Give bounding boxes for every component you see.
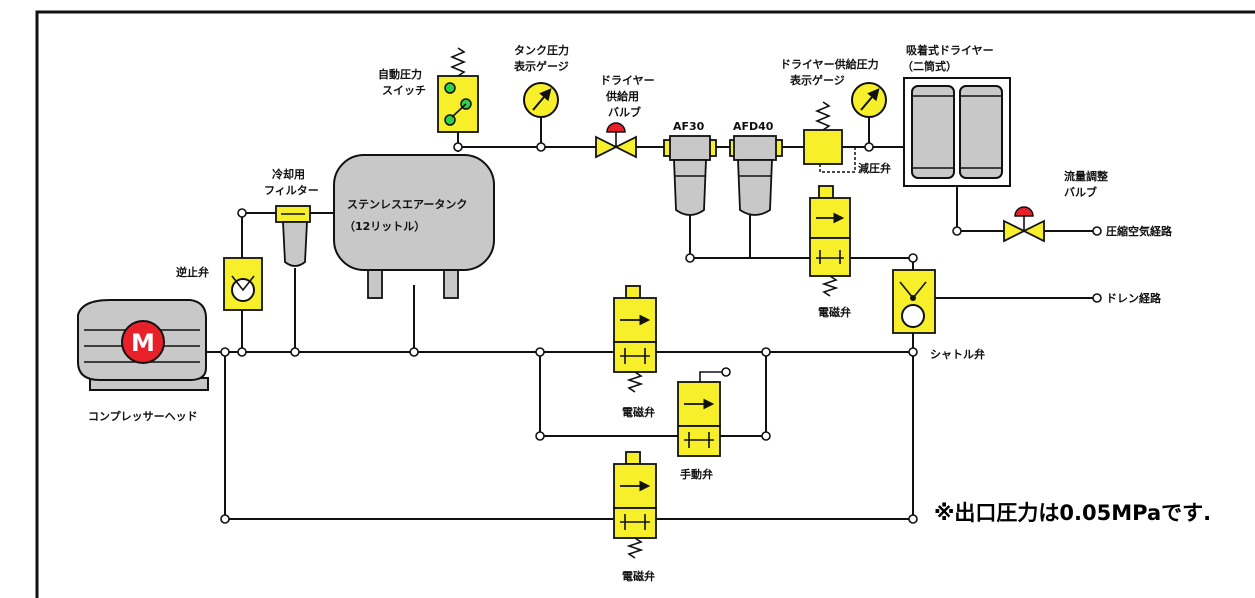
tank-label-1: ステンレスエアータンク (347, 198, 467, 211)
solenoid-middle-label: 電磁弁 (622, 405, 655, 419)
diagram-frame (35, 10, 1255, 598)
solenoid-upper-label: 電磁弁 (818, 305, 851, 319)
dryer-label-2: （二筒式） (902, 59, 957, 73)
flow-control-valve (1003, 206, 1045, 243)
cooling-filter-label-2: フィルター (264, 184, 319, 197)
dryer-valve-label-3: バルブ (608, 105, 641, 119)
dryer-gauge-label-1: ドライヤー供給圧力 (780, 57, 879, 71)
adsorption-dryer (903, 77, 1011, 187)
solenoid-valve-upper (809, 185, 851, 297)
dryer-gauge-label-2: 表示ゲージ (789, 73, 845, 87)
dryer-supply-valve (595, 122, 637, 159)
tank-label-2: （12リットル） (344, 220, 425, 233)
pipe-junctions (220, 142, 1102, 524)
afd40-filter (729, 135, 783, 216)
solenoid-valve-lower (613, 451, 657, 559)
drain-path-label: ドレン経路 (1106, 291, 1162, 305)
auto-pressure-switch-label-2: スイッチ (382, 84, 426, 97)
check-valve-label: 逆止弁 (176, 265, 209, 279)
shuttle-valve-label: シャトル弁 (930, 347, 985, 361)
dryer-valve-label-2: 供給用 (605, 89, 639, 103)
afd40-label: AFD40 (733, 120, 774, 133)
auto-pressure-switch (437, 47, 479, 133)
cooling-filter-label-1: 冷却用 (272, 167, 305, 181)
dryer-valve-label-1: ドライヤー (600, 74, 655, 87)
solenoid-valve-middle (613, 285, 657, 393)
reducing-valve (803, 101, 856, 173)
flow-valve-label-2: バルブ (1064, 185, 1097, 199)
tank-gauge-label-2: 表示ゲージ (513, 59, 569, 73)
shuttle-valve (892, 269, 936, 334)
motor-icon (121, 320, 165, 364)
compressor-head-label: コンプレッサーヘッド (88, 409, 198, 423)
af30-label: AF30 (673, 120, 705, 133)
auto-pressure-switch-label-1: 自動圧力 (378, 67, 422, 81)
dryer-label-1: 吸着式ドライヤー (906, 43, 994, 57)
stainless-air-tank (333, 154, 495, 299)
manual-valve (677, 367, 731, 457)
flow-valve-label-1: 流量調整 (1064, 169, 1108, 183)
manual-valve-label: 手動弁 (680, 467, 713, 481)
compressed-air-path-label: 圧縮空気経路 (1106, 224, 1173, 238)
outlet-pressure-note: ※出口圧力は0.05MPaです. (934, 501, 1211, 525)
dryer-gauge-icon (851, 82, 887, 118)
solenoid-lower-label: 電磁弁 (622, 569, 655, 583)
motor-mark: M (131, 329, 155, 357)
check-valve (223, 257, 263, 311)
af30-filter (663, 135, 717, 216)
reducing-valve-label: 減圧弁 (858, 161, 891, 175)
cooling-filter (275, 205, 311, 267)
tank-gauge-label-1: タンク圧力 (514, 43, 569, 57)
compressor-head: M (77, 299, 209, 391)
tank-pressure-gauge-icon (523, 82, 559, 118)
